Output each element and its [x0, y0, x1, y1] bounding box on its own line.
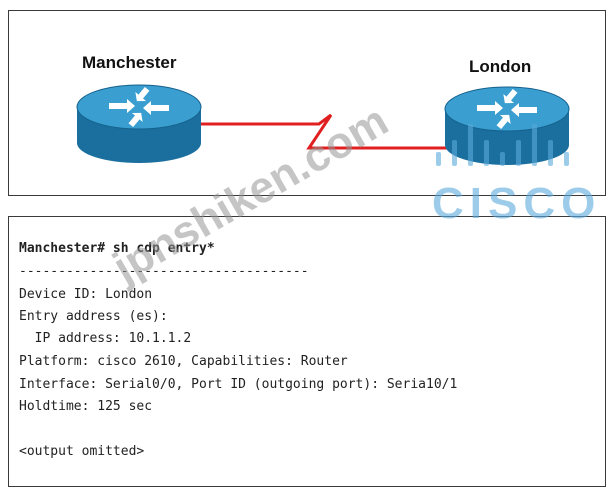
- topology-diagram: [76, 84, 570, 165]
- manchester-label: Manchester: [82, 53, 177, 72]
- cli-command-line: Manchester# sh cdp entry*: [19, 241, 215, 256]
- cli-output-panel: Manchester# sh cdp entry* --------------…: [8, 216, 606, 487]
- cli-output-omitted: <output omitted>: [19, 444, 145, 459]
- cli-platform: Platform: cisco 2610, Capabilities: Rout…: [19, 354, 348, 369]
- cli-device-id: Device ID: London: [19, 287, 153, 302]
- serial-link: [195, 113, 449, 150]
- topology-diagram-panel: Manchester London: [8, 10, 606, 196]
- cli-interface: Interface: Serial0/0, Port ID (outgoing …: [19, 377, 458, 392]
- manchester-router-icon: [76, 84, 202, 163]
- cli-entry-address: Entry address (es):: [19, 309, 168, 324]
- london-label: London: [469, 57, 532, 76]
- london-router-icon: [444, 86, 570, 165]
- cli-separator: -------------------------------------: [19, 264, 309, 279]
- cli-holdtime: Holdtime: 125 sec: [19, 399, 153, 414]
- cli-ip-address: IP address: 10.1.1.2: [19, 331, 192, 346]
